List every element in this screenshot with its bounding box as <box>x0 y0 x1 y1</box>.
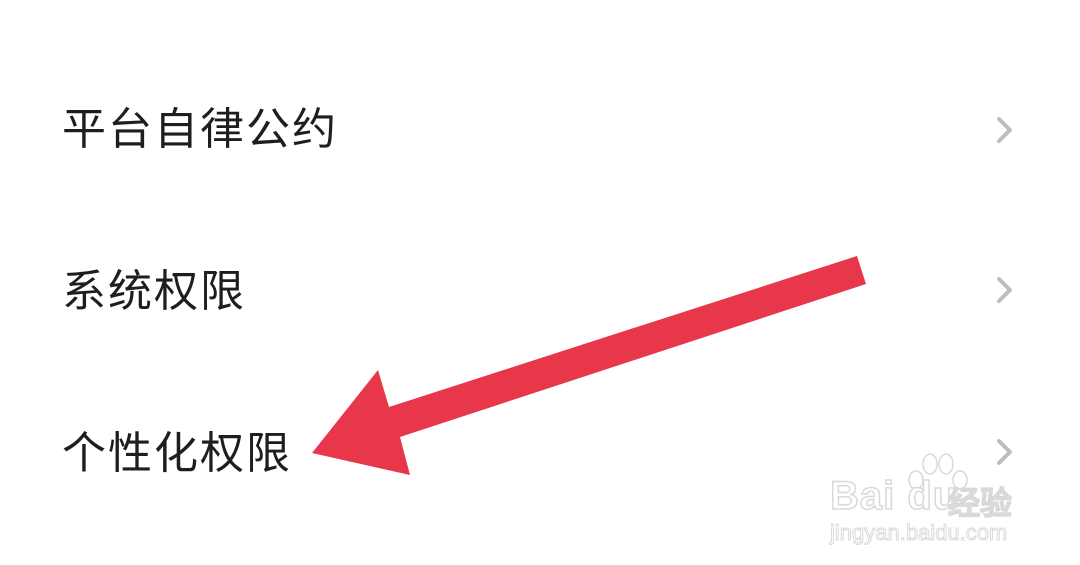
settings-item-system-permissions[interactable]: 系统权限 <box>0 232 1080 352</box>
settings-item-label: 个性化权限 <box>62 428 292 479</box>
settings-item-personalization-permissions[interactable]: 个性化权限 <box>0 394 1080 514</box>
settings-item-label: 系统权限 <box>62 266 246 317</box>
chevron-right-icon <box>997 277 1012 303</box>
chevron-right-icon <box>997 117 1012 143</box>
chevron-right-icon <box>997 439 1012 465</box>
watermark-url: jingyan.baidu.com <box>829 520 1008 546</box>
settings-item-platform-convention[interactable]: 平台自律公约 <box>0 70 1080 190</box>
settings-item-label: 平台自律公约 <box>62 104 338 155</box>
